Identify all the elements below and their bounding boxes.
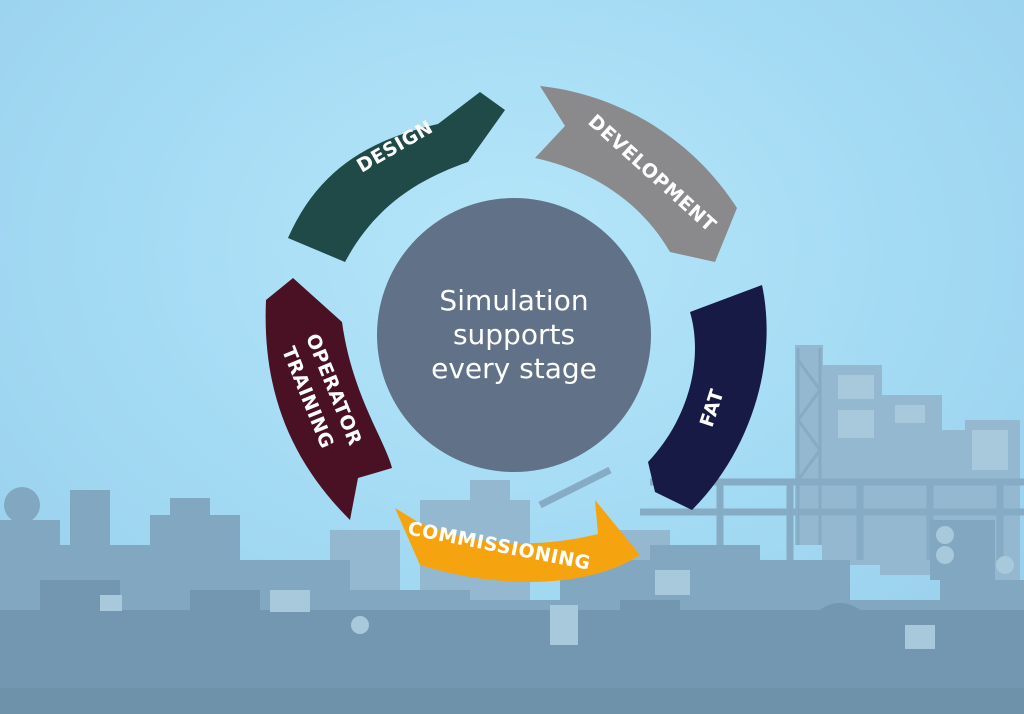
design-arrow (288, 92, 505, 262)
center-circle (377, 198, 651, 472)
center-text-line2: supports (453, 318, 575, 351)
factory-ground (0, 688, 1024, 714)
center-text-line1: Simulation (439, 284, 588, 317)
factory-tower (796, 348, 822, 545)
factory-details (100, 375, 1014, 649)
fat-arrow (648, 285, 767, 510)
operator-training-arrow (265, 278, 392, 520)
stage-operator-training: OPERATOR TRAINING (265, 278, 392, 520)
center-text-line3: every stage (431, 352, 597, 385)
stage-fat: FAT (648, 285, 767, 510)
center-hub: Simulation supports every stage (377, 198, 651, 472)
development-arrow (535, 86, 737, 262)
commissioning-arrow (395, 500, 640, 582)
factory-skyline (0, 345, 1024, 714)
